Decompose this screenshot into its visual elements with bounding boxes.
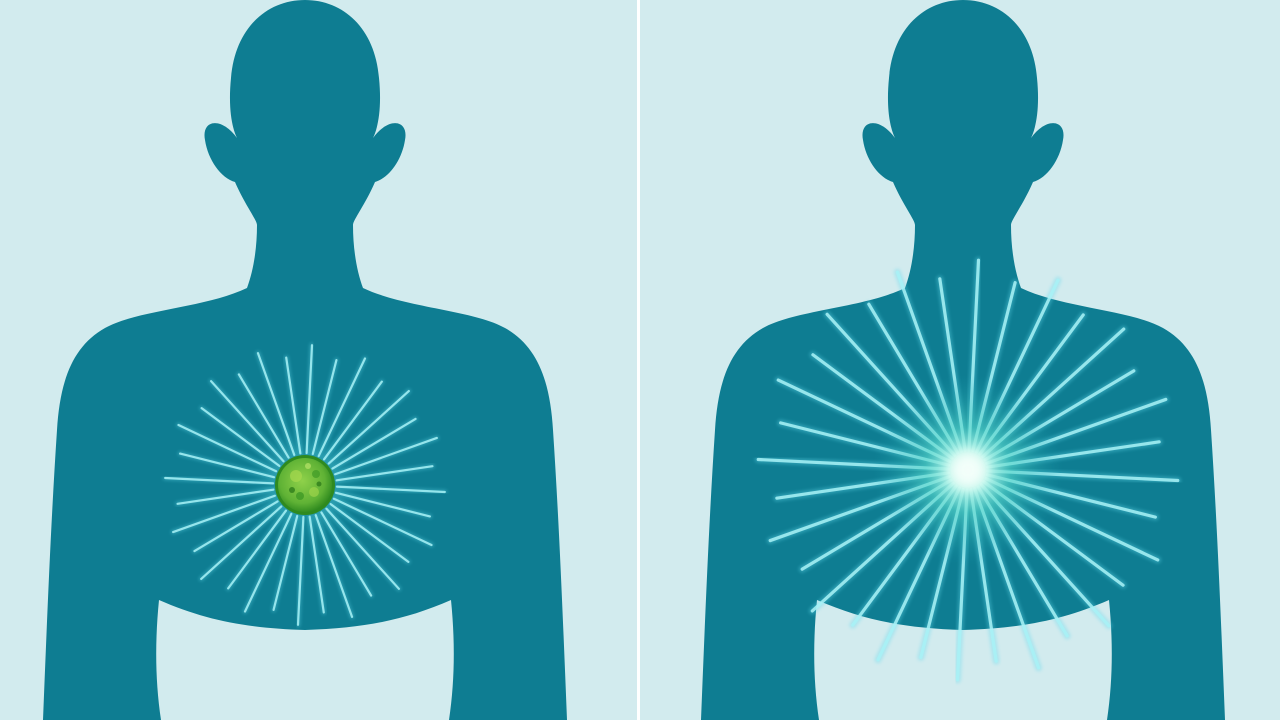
ray [305, 344, 314, 455]
ray [329, 502, 410, 563]
ray [308, 515, 325, 614]
ray [172, 494, 276, 534]
ray [227, 509, 288, 590]
left-ray-burst [162, 342, 448, 628]
ray [320, 511, 373, 597]
ray [314, 514, 354, 618]
ray [193, 500, 279, 553]
ray [285, 356, 302, 455]
ray [331, 417, 417, 470]
ray [178, 452, 276, 479]
panel-divider [637, 0, 640, 720]
ray [332, 497, 433, 547]
ray [317, 357, 367, 458]
ray [311, 358, 338, 456]
ray [200, 505, 283, 581]
right-panel [701, 0, 1225, 720]
ray [209, 380, 285, 463]
right-core-bright [950, 452, 986, 488]
ray [325, 507, 401, 590]
ray [334, 491, 432, 518]
ray [334, 436, 438, 476]
ray [335, 465, 434, 482]
ray [272, 514, 299, 612]
ray [335, 485, 446, 494]
ray [176, 488, 275, 505]
ray [327, 389, 410, 465]
green-cell-icon [275, 455, 335, 515]
ray [322, 380, 383, 461]
ray [200, 407, 281, 468]
ray [164, 476, 275, 485]
left-panel [43, 0, 567, 720]
ray [256, 352, 296, 456]
ray [237, 373, 290, 459]
ray [296, 515, 305, 626]
ray [243, 512, 293, 613]
ray [177, 423, 278, 473]
